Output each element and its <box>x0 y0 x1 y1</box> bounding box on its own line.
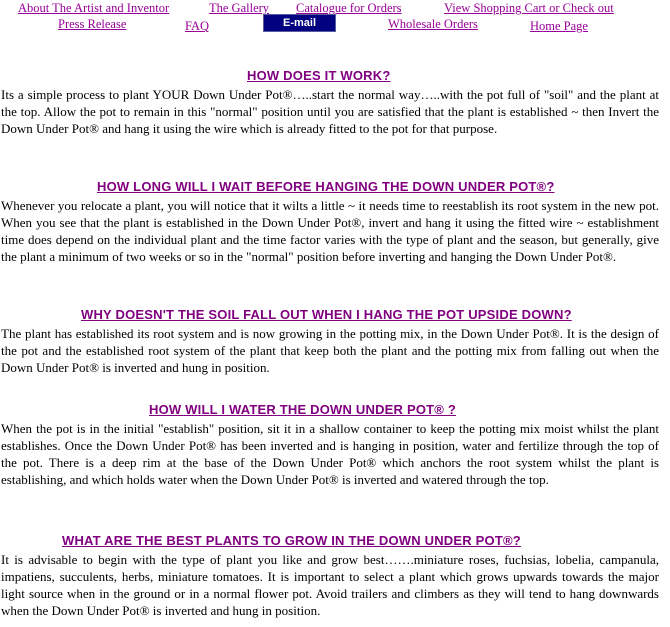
section-heading-how-it-works: HOW DOES IT WORK? <box>247 68 391 83</box>
nav-link-catalogue[interactable]: Catalogue for Orders <box>296 1 402 15</box>
section-heading-how-long: HOW LONG WILL I WAIT BEFORE HANGING THE … <box>97 179 555 194</box>
nav-link-gallery[interactable]: The Gallery <box>209 1 270 15</box>
nav-link-press-release[interactable]: Press Release <box>58 17 127 31</box>
section-heading-best-plants: WHAT ARE THE BEST PLANTS TO GROW IN THE … <box>62 533 521 548</box>
nav-link-wholesale[interactable]: Wholesale Orders <box>388 17 478 31</box>
section-body-how-it-works: Its a simple process to plant YOUR Down … <box>1 87 659 136</box>
section-body-how-long: Whenever you relocate a plant, you will … <box>1 198 659 264</box>
section-body-watering: When the pot is in the initial "establis… <box>1 421 659 487</box>
section-heading-watering: HOW WILL I WATER THE DOWN UNDER POT® ? <box>149 402 457 417</box>
section-body-best-plants: It is advisable to begin with the type o… <box>1 552 659 618</box>
section-heading-soil: WHY DOESN'T THE SOIL FALL OUT WHEN I HAN… <box>81 307 572 322</box>
section-body-soil: The plant has established its root syste… <box>1 326 659 375</box>
nav-link-faq[interactable]: FAQ <box>185 19 210 33</box>
nav-link-cart[interactable]: View Shopping Cart or Check out <box>444 1 614 15</box>
email-button[interactable]: E-mail <box>263 14 336 32</box>
nav-link-about[interactable]: About The Artist and Inventor <box>18 1 170 15</box>
nav-link-home[interactable]: Home Page <box>530 19 588 33</box>
